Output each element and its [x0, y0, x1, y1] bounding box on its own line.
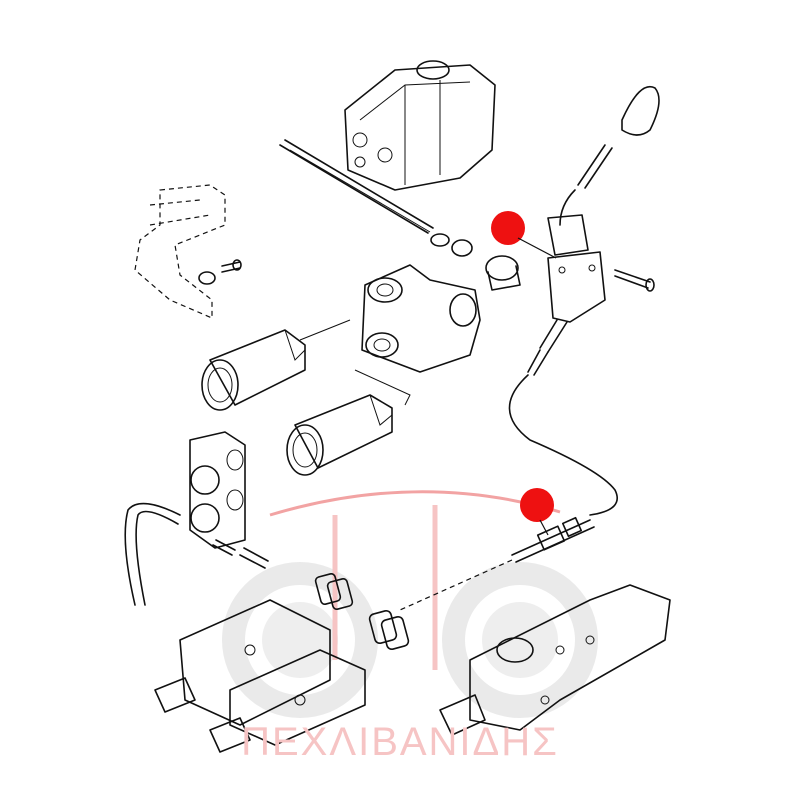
valve-assembly-left — [154, 599, 366, 753]
threaded-rod — [279, 139, 434, 234]
bushing — [485, 255, 521, 291]
control-lever — [527, 85, 660, 376]
fittings-small — [212, 539, 269, 569]
control-cable — [508, 374, 618, 516]
valve-assembly-right — [439, 584, 671, 736]
watermark-arc — [269, 490, 561, 517]
cable-dashed-guide — [399, 559, 513, 611]
bolt-nut-small — [198, 259, 242, 285]
side-manifold — [189, 431, 246, 549]
valve-block-top — [344, 60, 496, 191]
valve-body-dashed-bracket — [299, 319, 411, 406]
washer-nut — [430, 233, 473, 257]
bracket-dashed — [134, 184, 226, 319]
valve-body — [361, 264, 481, 373]
cable-end-fitting — [511, 516, 595, 563]
lever-bolt — [614, 269, 655, 292]
hose — [124, 502, 181, 606]
callout-marker-lever — [491, 211, 557, 259]
callout-marker-cable-end — [520, 488, 554, 536]
cylinder-lower — [286, 394, 393, 476]
watermark-brand-text: ΠΕΧΛΙΒΑΝΙΔΗΣ — [241, 720, 559, 764]
watermark-gear-right — [442, 562, 598, 718]
seal-pair — [314, 572, 410, 651]
cylinder-upper — [201, 329, 306, 411]
